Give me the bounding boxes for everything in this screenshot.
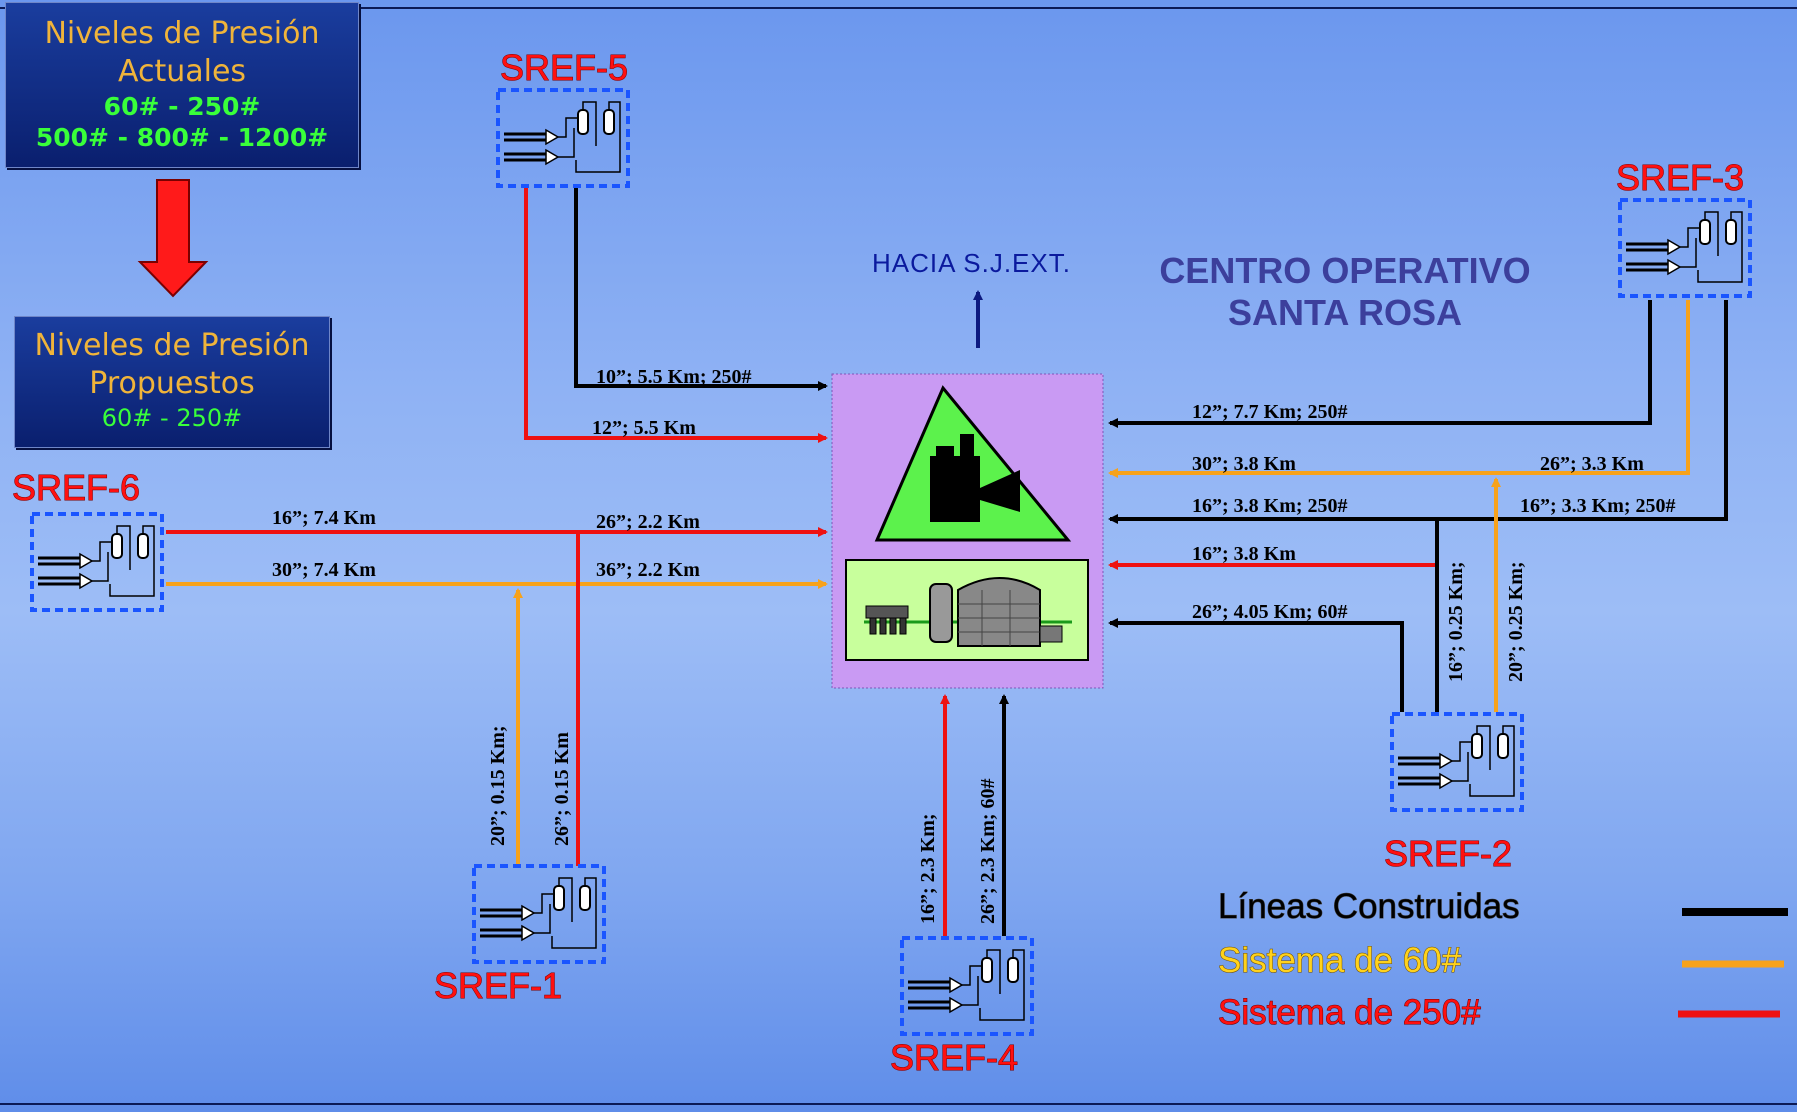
label-l10: 26”; 2.3 Km; 60# [977, 778, 999, 924]
label-l1: 10”; 5.5 Km; 250# [596, 366, 752, 388]
station-sref6 [30, 512, 164, 612]
line-sref3-12in [1108, 300, 1652, 428]
current-box-line2: Actuales [117, 54, 247, 89]
sref3-label: SREF-3 [1616, 157, 1744, 198]
line-sref3-orange [1108, 300, 1690, 478]
current-box-line3: 60# - 250# [103, 92, 261, 121]
station-sref2 [1392, 714, 1522, 810]
label-l15: 16”; 3.3 Km; 250# [1520, 495, 1676, 517]
label-l13: 26”; 3.3 Km [1540, 453, 1644, 475]
line-sref5-black [574, 188, 828, 391]
legend-built-label: Líneas Construidas [1218, 887, 1520, 926]
label-l2: 12”; 5.5 Km [592, 417, 696, 439]
sref6-label: SREF-6 [12, 467, 140, 508]
legend: Líneas Construidas Sistema de 60# Sistem… [1218, 887, 1788, 1033]
hacia-label: HACIA S.J.EXT. [872, 248, 1071, 278]
legend-60-label: Sistema de 60# [1218, 941, 1462, 980]
legend-250-label: Sistema de 250# [1218, 993, 1481, 1032]
label-l14: 16”; 3.8 Km; 250# [1192, 495, 1348, 517]
label-l5: 30”; 7.4 Km [272, 559, 376, 581]
label-l12: 30”; 3.8 Km [1192, 453, 1296, 475]
proposed-pressure-box: Niveles de Presión Propuestos 60# - 250# [14, 316, 330, 448]
current-box-line1: Niveles de Presión [44, 16, 320, 51]
centro-operativo-plant [831, 373, 1104, 689]
line-sref3-16in [1108, 300, 1728, 524]
label-l11: 12”; 7.7 Km; 250# [1192, 401, 1348, 423]
proposed-box-line2: Propuestos [89, 366, 255, 401]
station-sref5 [496, 88, 630, 188]
label-l19: 20”; 0.25 Km; [1505, 561, 1527, 682]
line-sref5-red [524, 188, 828, 443]
sref4-label: SREF-4 [890, 1037, 1018, 1078]
label-l6: 36”; 2.2 Km [596, 559, 700, 581]
station-sref1 [472, 864, 606, 964]
proposed-box-line3: 60# - 250# [101, 404, 243, 432]
line-sref2-red [1108, 560, 1439, 712]
label-l7: 20”; 0.15 Km; [487, 725, 509, 846]
sref2-label: SREF-2 [1384, 833, 1512, 874]
label-l17: 26”; 4.05 Km; 60# [1192, 601, 1348, 623]
sref5-label: SREF-5 [500, 47, 628, 88]
proposed-box-line1: Niveles de Presión [34, 328, 310, 363]
title-line2: SANTA ROSA [1228, 292, 1462, 333]
sref1-label: SREF-1 [434, 965, 562, 1006]
station-sref4 [900, 936, 1034, 1036]
current-pressure-box: Niveles de Presión Actuales 60# - 250# 5… [5, 2, 359, 168]
label-l9: 16”; 2.3 Km; [917, 813, 939, 924]
title-line1: CENTRO OPERATIVO [1159, 250, 1531, 291]
label-l4: 26”; 2.2 Km [596, 511, 700, 533]
down-arrow-icon [137, 179, 209, 298]
station-sref3 [1618, 198, 1752, 298]
label-l16: 16”; 3.8 Km [1192, 543, 1296, 565]
label-l8: 26”; 0.15 Km [551, 732, 573, 846]
page-title: CENTRO OPERATIVO SANTA ROSA [1120, 250, 1570, 334]
line-sref2-60 [1108, 618, 1404, 712]
label-l18: 16”; 0.25 Km; [1445, 561, 1467, 682]
current-box-line4: 500# - 800# - 1200# [35, 123, 329, 152]
label-l3: 16”; 7.4 Km [272, 507, 376, 529]
